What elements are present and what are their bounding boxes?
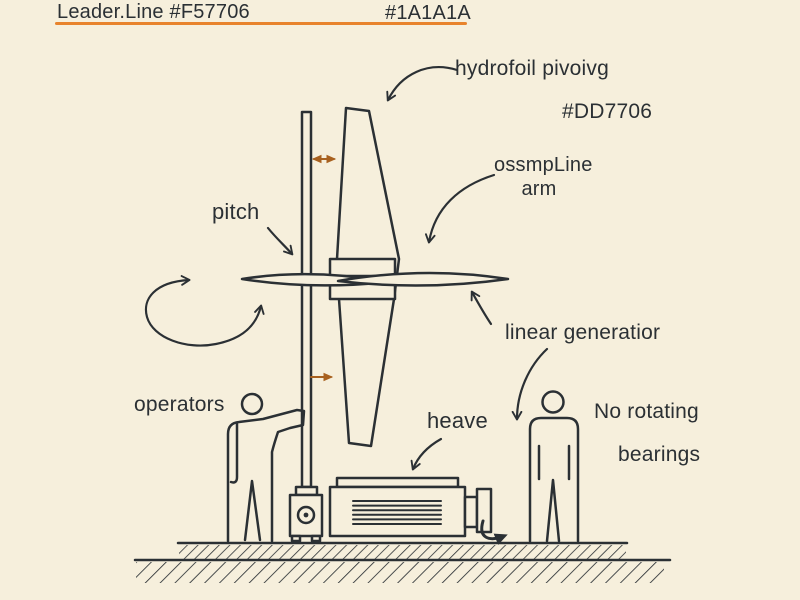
label-hydrofoil-pivot: hydrofoil pivoivg — [455, 57, 609, 80]
operator-left — [226, 392, 306, 543]
output-cable-arrow — [480, 519, 508, 545]
label-linear-generator: linear generatior — [505, 321, 661, 344]
operator-left-legs — [243, 479, 262, 542]
label-bearings: bearings — [618, 443, 701, 466]
label-hex-code: #DD7706 — [562, 100, 653, 123]
operator-left-head — [240, 392, 264, 416]
arrow-no-rotating — [511, 347, 549, 421]
ground-hatching — [133, 541, 672, 583]
ground-lower-band — [136, 562, 664, 583]
label-pitch: pitch — [212, 199, 260, 224]
mast — [288, 110, 324, 543]
arrow-linear-generator — [470, 290, 493, 326]
label-heave: heave — [427, 408, 488, 433]
operator-right-legs — [545, 478, 561, 543]
generator-end-block — [475, 487, 493, 534]
linear-generator-box — [328, 476, 508, 545]
header-right-label: #1A1A1A — [385, 2, 471, 24]
foil-arm-right — [336, 271, 510, 287]
header-left-label: Leader.Line #F57706 — [57, 1, 250, 23]
generator-vents — [352, 500, 442, 525]
label-osmp-arm-line2: arm — [521, 178, 557, 200]
label-osmp-arm-line1: ossmpLine — [494, 154, 593, 176]
orange-arrows — [310, 154, 337, 382]
header-orange-rule — [55, 22, 467, 25]
operator-right-head — [541, 390, 565, 414]
operator-right — [528, 390, 580, 543]
rotation-arc-arrow — [144, 275, 265, 347]
arrow-hydrofoil — [386, 66, 459, 102]
generator-coupling — [463, 495, 479, 529]
pedestal-bolt — [296, 505, 316, 525]
ground-upper-band — [179, 545, 626, 559]
leader-arrows — [144, 66, 549, 471]
horizontal-foil — [240, 271, 510, 287]
arrow-osmp-arm — [424, 173, 496, 244]
operator-left-arm — [229, 422, 239, 484]
label-operators: operators — [134, 393, 225, 416]
label-no-rotating: No rotating — [594, 400, 699, 423]
arrow-pitch — [266, 226, 294, 256]
arrow-heave — [410, 437, 443, 471]
label-osmp-arm: ossmpLine arm — [494, 153, 593, 201]
